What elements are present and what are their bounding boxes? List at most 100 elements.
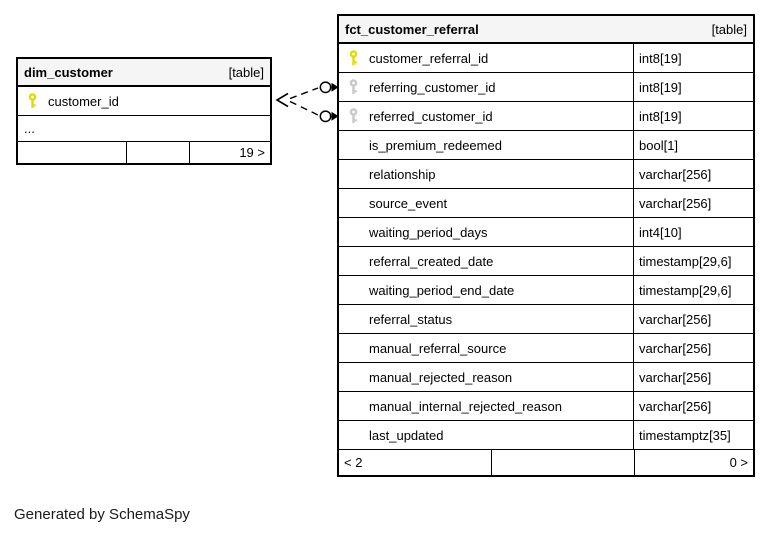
- column-name-cell: relationship: [339, 160, 633, 188]
- column-name-cell: waiting_period_days: [339, 218, 633, 246]
- column-name-cell: waiting_period_end_date: [339, 276, 633, 304]
- column-name-cell: manual_rejected_reason: [339, 363, 633, 391]
- foreign-key-icon: [348, 79, 359, 95]
- footer-cell-left: < 2: [339, 450, 492, 475]
- column-type: int4[10]: [639, 224, 682, 240]
- column-name: waiting_period_end_date: [369, 282, 515, 298]
- column-type-cell: bool[1]: [633, 131, 753, 159]
- column-name-cell: manual_referral_source: [339, 334, 633, 362]
- column-name: source_event: [369, 195, 448, 211]
- edge-dashed-upper: [289, 87, 319, 100]
- column-name: manual_referral_source: [369, 340, 507, 356]
- table-row: is_premium_redeemed bool[1]: [339, 131, 753, 160]
- primary-key-icon: [348, 50, 359, 66]
- arrowhead-left-icon: [275, 92, 289, 108]
- column-name: last_updated: [369, 427, 444, 443]
- column-type: bool[1]: [639, 137, 679, 153]
- column-type: int8[19]: [639, 108, 682, 124]
- column-name: waiting_period_days: [369, 224, 488, 240]
- table-type-badge: [table]: [711, 21, 747, 37]
- column-type-cell: int8[19]: [633, 73, 753, 101]
- column-type: varchar[256]: [639, 398, 712, 414]
- column-type-cell: varchar[256]: [633, 189, 753, 217]
- column-type-cell: varchar[256]: [633, 363, 753, 391]
- column-name-cell: is_premium_redeemed: [339, 131, 633, 159]
- hidden-columns-ellipsis: ...: [18, 116, 270, 142]
- table-row: last_updated timestamptz[35]: [339, 421, 753, 450]
- column-name: referred_customer_id: [369, 108, 493, 124]
- table-title[interactable]: dim_customer: [24, 64, 113, 80]
- column-name: relationship: [369, 166, 436, 182]
- generator-credit: Generated by SchemaSpy: [14, 506, 190, 523]
- table-row: referring_customer_id int8[19]: [339, 73, 753, 102]
- column-name: manual_rejected_reason: [369, 369, 513, 385]
- column-name-cell: referral_created_date: [339, 247, 633, 275]
- column-type-cell: timestamp[29,6]: [633, 247, 753, 275]
- column-type: timestamp[29,6]: [639, 253, 732, 269]
- column-type-cell: varchar[256]: [633, 160, 753, 188]
- column-type: varchar[256]: [639, 311, 712, 327]
- table-footer: 19 >: [18, 142, 270, 163]
- column-type: timestamp[29,6]: [639, 282, 732, 298]
- column-name-cell: referred_customer_id: [339, 102, 633, 130]
- column-type-cell: varchar[256]: [633, 334, 753, 362]
- column-type-cell: int8[19]: [633, 102, 753, 130]
- odot-icon-upper: [319, 81, 332, 94]
- column-type-cell: int8[19]: [633, 44, 753, 72]
- column-name-cell: manual_internal_rejected_reason: [339, 392, 633, 420]
- footer-cell-left: [18, 142, 127, 163]
- column-type: varchar[256]: [639, 166, 712, 182]
- table-row: customer_referral_id int8[19]: [339, 44, 753, 73]
- footer-cell-middle: [127, 142, 190, 163]
- primary-key-icon: [27, 93, 38, 109]
- table-row: referral_created_date timestamp[29,6]: [339, 247, 753, 276]
- table-row: waiting_period_end_date timestamp[29,6]: [339, 276, 753, 305]
- column-name-cell: customer_id: [18, 87, 270, 115]
- table-row: waiting_period_days int4[10]: [339, 218, 753, 247]
- column-type-cell: timestamp[29,6]: [633, 276, 753, 304]
- column-type-cell: int4[10]: [633, 218, 753, 246]
- table-row: referral_status varchar[256]: [339, 305, 753, 334]
- foreign-key-icon: [348, 108, 359, 124]
- table-header[interactable]: fct_customer_referral [table]: [339, 16, 753, 44]
- edge-dashed-lower: [289, 100, 319, 116]
- table-footer: < 2 0 >: [339, 450, 753, 475]
- column-type-cell: timestamptz[35]: [633, 421, 753, 449]
- table-type-badge: [table]: [228, 64, 264, 80]
- table-dim-customer[interactable]: dim_customer [table] customer_id ... 19 …: [16, 57, 272, 165]
- table-header[interactable]: dim_customer [table]: [18, 59, 270, 87]
- column-name: customer_id: [48, 93, 119, 109]
- column-name-cell: customer_referral_id: [339, 44, 633, 72]
- column-name-cell: last_updated: [339, 421, 633, 449]
- column-name: referring_customer_id: [369, 79, 496, 95]
- column-name: referral_created_date: [369, 253, 494, 269]
- column-name-cell: referral_status: [339, 305, 633, 333]
- table-fct-customer-referral[interactable]: fct_customer_referral [table] customer_r…: [337, 14, 755, 477]
- table-row: relationship varchar[256]: [339, 160, 753, 189]
- column-name: customer_referral_id: [369, 50, 489, 66]
- column-type: int8[19]: [639, 79, 682, 95]
- column-name-cell: referring_customer_id: [339, 73, 633, 101]
- footer-cell-middle: [492, 450, 635, 475]
- column-type: timestamptz[35]: [639, 427, 731, 443]
- table-row: manual_internal_rejected_reason varchar[…: [339, 392, 753, 421]
- column-name: manual_internal_rejected_reason: [369, 398, 562, 414]
- column-name: is_premium_redeemed: [369, 137, 502, 153]
- footer-cell-right: 19 >: [239, 145, 265, 160]
- table-row: customer_id: [18, 87, 270, 116]
- table-row: source_event varchar[256]: [339, 189, 753, 218]
- column-name-cell: source_event: [339, 189, 633, 217]
- column-name: referral_status: [369, 311, 453, 327]
- column-type: varchar[256]: [639, 340, 712, 356]
- table-row: manual_rejected_reason varchar[256]: [339, 363, 753, 392]
- table-title[interactable]: fct_customer_referral: [345, 21, 479, 37]
- column-type: varchar[256]: [639, 369, 712, 385]
- column-type: varchar[256]: [639, 195, 712, 211]
- column-type-cell: varchar[256]: [633, 392, 753, 420]
- footer-cell-right: 0 >: [729, 455, 748, 470]
- table-row: referred_customer_id int8[19]: [339, 102, 753, 131]
- odot-icon-lower: [319, 110, 332, 123]
- table-row: manual_referral_source varchar[256]: [339, 334, 753, 363]
- column-type: int8[19]: [639, 50, 682, 66]
- column-type-cell: varchar[256]: [633, 305, 753, 333]
